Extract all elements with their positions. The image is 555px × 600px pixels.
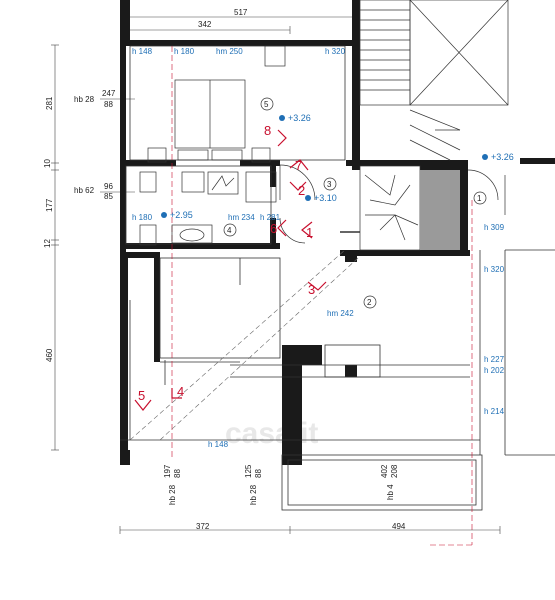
hb-bottom-2b: 88 — [254, 469, 263, 478]
dim-342: 342 — [198, 20, 212, 29]
walls — [120, 0, 555, 465]
room-4: 4 — [227, 226, 232, 235]
height-h180-mid: h 180 — [132, 213, 153, 222]
thin-lines — [120, 45, 555, 511]
door-arcs — [279, 164, 506, 244]
hb-bottom-3a: 402 — [380, 464, 389, 478]
hb-bottom-3c: hb 4 — [386, 484, 395, 500]
level-icon-4 — [161, 212, 167, 218]
dim-372: 372 — [196, 522, 210, 531]
marker-7: 7 — [295, 158, 302, 173]
stairs-middle — [340, 165, 421, 251]
height-h227: h 227 — [484, 355, 505, 364]
height-h180-top: h 180 — [174, 47, 195, 56]
hb-bottom-3b: 208 — [390, 464, 399, 478]
dim-12: 12 — [43, 239, 52, 248]
dim-281: 281 — [45, 96, 54, 110]
dim-10: 10 — [43, 159, 52, 168]
stairs-top — [359, 0, 509, 161]
marker-6: 6 — [270, 221, 277, 236]
room-1: 1 — [477, 194, 482, 203]
left-dimensions — [51, 44, 59, 451]
marker-1: 1 — [306, 225, 313, 240]
dim-460: 460 — [45, 348, 54, 362]
marker-8: 8 — [264, 123, 271, 138]
level-icon-3 — [305, 195, 311, 201]
height-hm234: hm 234 — [228, 213, 255, 222]
hb-62-a: 96 — [104, 182, 113, 191]
hb-28-b: 88 — [104, 100, 113, 109]
hb-28-label: hb 28 — [74, 95, 95, 104]
height-h281: h 281 — [260, 213, 281, 222]
dashed-lines — [171, 46, 473, 546]
dim-494: 494 — [392, 522, 406, 531]
room-circles — [223, 97, 487, 309]
hb-bottom-2c: hb 28 — [249, 484, 258, 505]
marker-3: 3 — [308, 282, 315, 297]
level-310: +3.10 — [314, 193, 337, 203]
stair-shaft — [420, 170, 460, 250]
level-326-b: +3.26 — [491, 152, 514, 162]
level-icon-2 — [482, 154, 488, 160]
hb-62-label: hb 62 — [74, 186, 95, 195]
room-2: 2 — [367, 298, 372, 307]
marker-4: 4 — [177, 384, 184, 399]
room-5: 5 — [264, 100, 269, 109]
height-h309: h 309 — [484, 223, 505, 232]
hb-bottom-1a: 197 — [163, 464, 172, 478]
height-h202: h 202 — [484, 366, 505, 375]
height-h214: h 214 — [484, 407, 505, 416]
height-h320-right: h 320 — [484, 265, 505, 274]
dim-517: 517 — [234, 8, 248, 17]
hb-bottom-1b: 88 — [173, 469, 182, 478]
bedroom-furniture — [147, 45, 286, 163]
level-icon-1 — [279, 115, 285, 121]
height-h148-top: h 148 — [132, 47, 153, 56]
height-hm242: hm 242 — [327, 309, 354, 318]
hb-bottom-1c: hb 28 — [168, 484, 177, 505]
height-h320-top: h 320 — [325, 47, 346, 56]
watermark: casa.it — [225, 417, 318, 450]
hb-62-b: 85 — [104, 192, 113, 201]
hb-bottom-2a: 125 — [244, 464, 253, 478]
room-3: 3 — [327, 180, 332, 189]
bottom-dimensions — [119, 526, 501, 534]
marker-2: 2 — [298, 183, 305, 198]
height-h148-bottom: h 148 — [208, 440, 229, 449]
height-hm250: hm 250 — [216, 47, 243, 56]
diagonal-lines — [129, 249, 359, 441]
dim-177: 177 — [45, 198, 54, 212]
level-326-a: +3.26 — [288, 113, 311, 123]
marker-5: 5 — [138, 388, 145, 403]
red-marker-shapes — [134, 129, 327, 411]
level-295: +2.95 — [170, 210, 193, 220]
hb-28-a: 247 — [102, 89, 116, 98]
bathroom-fixtures — [139, 171, 277, 246]
